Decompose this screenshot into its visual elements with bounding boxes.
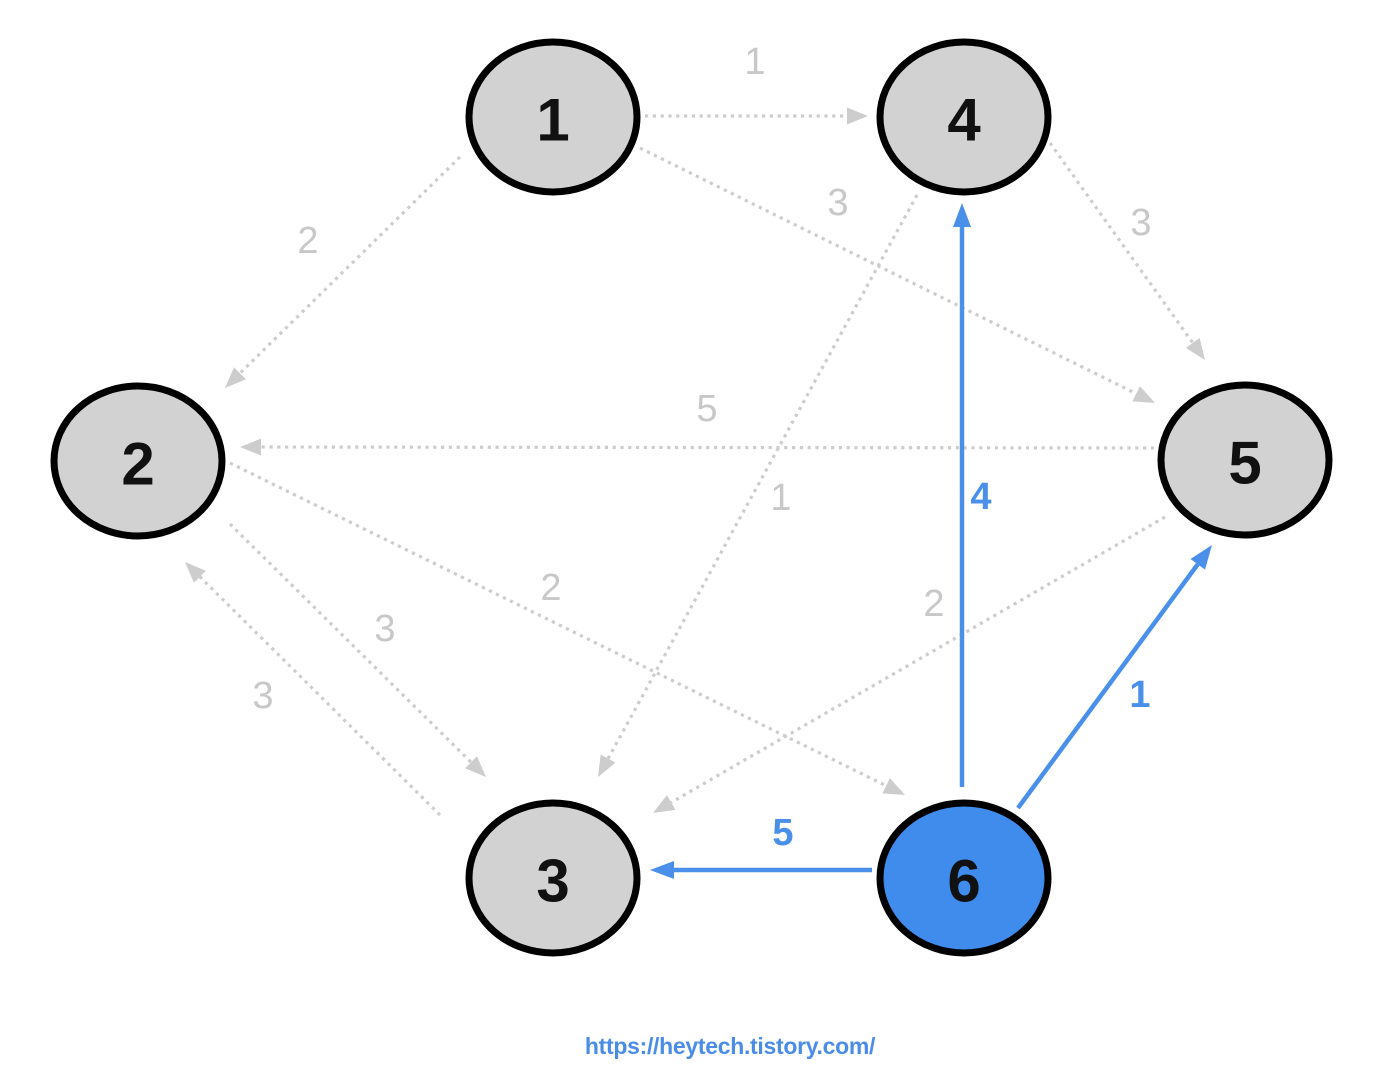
edge-3-2: 3 (185, 562, 442, 817)
arrowhead-icon (1185, 337, 1205, 360)
node-label: 5 (1228, 430, 1261, 497)
node-circle (465, 799, 641, 957)
edge-line (260, 445, 1155, 450)
edge-line (670, 515, 1166, 804)
edge-line (229, 461, 887, 788)
edge-weight-label: 3 (374, 608, 395, 650)
edge-4-3: 1 (598, 194, 919, 777)
edge-line (639, 146, 1137, 396)
node-4: 4 (876, 38, 1052, 196)
arrowhead-icon (185, 562, 206, 583)
edge-weight-label: 4 (970, 476, 991, 518)
node-circle (1157, 381, 1333, 539)
edge-weight-label: 1 (770, 477, 791, 519)
edge-weight-label: 1 (744, 41, 765, 83)
node-2: 2 (50, 382, 226, 540)
arrowhead-icon (653, 795, 676, 813)
node-circle-highlighted (876, 799, 1052, 957)
node-1: 1 (465, 38, 641, 196)
node-label: 2 (121, 431, 154, 498)
footer-url: https://heytech.tistory.com/ (584, 1033, 876, 1059)
node-5: 5 (1157, 381, 1333, 539)
edge-weight-label: 2 (540, 567, 561, 609)
node-circle (50, 382, 226, 540)
node-circle (876, 38, 1052, 196)
edge-line (238, 155, 462, 375)
edge-6-5: 1 (1016, 545, 1212, 810)
arrowhead-icon (953, 203, 971, 227)
node-6: 6 (876, 799, 1052, 957)
arrowhead-icon (225, 367, 246, 388)
node-3: 3 (465, 799, 641, 957)
edge-weight-label: 1 (1129, 674, 1150, 716)
edge-weight-label: 3 (1130, 202, 1151, 244)
edge-1-2: 2 (225, 155, 462, 388)
edge-6-3: 5 (650, 812, 872, 879)
edge-1-4: 1 (645, 41, 868, 125)
arrowhead-icon (650, 861, 674, 879)
arrowhead-icon (1190, 545, 1212, 570)
edge-2-6: 2 (229, 461, 905, 795)
edge-line (1016, 562, 1200, 810)
edge-weight-label: 3 (827, 182, 848, 224)
arrowhead-icon (1132, 386, 1155, 403)
node-label: 3 (536, 848, 569, 915)
edge-weight-label: 5 (696, 388, 717, 430)
arrowhead-icon (465, 756, 486, 777)
edge-1-5: 3 (639, 146, 1155, 403)
edge-weight-label: 5 (772, 812, 793, 854)
edge-5-3: 2 (653, 515, 1166, 813)
arrowhead-icon (240, 438, 262, 456)
edge-line (228, 522, 473, 764)
edge-weight-label: 2 (297, 220, 318, 262)
edge-weight-label: 2 (923, 583, 944, 625)
node-label: 1 (536, 87, 569, 154)
edge-2-3: 3 (228, 522, 486, 777)
edge-6-4: 4 (953, 203, 992, 787)
edge-5-2: 5 (240, 388, 1155, 456)
node-label: 4 (947, 87, 981, 154)
node-circle (465, 38, 641, 196)
edge-line (1048, 142, 1195, 344)
arrowhead-icon (847, 107, 868, 125)
arrowhead-icon (882, 778, 905, 795)
arrowhead-icon (598, 754, 616, 777)
edge-line (606, 194, 919, 760)
edge-4-5: 3 (1048, 142, 1205, 360)
edge-line (198, 575, 442, 817)
edge-weight-label: 3 (252, 675, 273, 717)
node-label: 6 (947, 848, 980, 915)
